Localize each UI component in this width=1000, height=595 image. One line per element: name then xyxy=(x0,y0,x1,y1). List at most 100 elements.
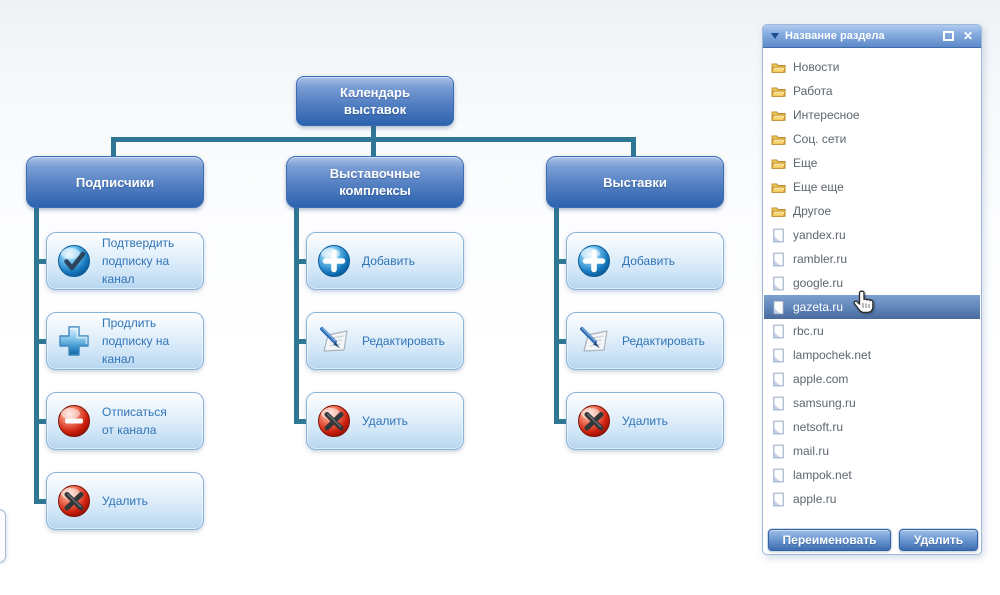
file-icon xyxy=(771,348,786,363)
file-icon xyxy=(771,228,786,243)
node-label: Выставки xyxy=(603,174,667,190)
node-extend-subscription[interactable]: Продлить подписку на канал xyxy=(46,312,204,370)
folder-icon xyxy=(771,204,786,219)
x-sphere-icon xyxy=(316,403,352,439)
plus-sphere-icon xyxy=(316,243,352,279)
list-item[interactable]: samsung.ru xyxy=(764,391,980,415)
list-item-label: netsoft.ru xyxy=(793,420,844,434)
file-icon xyxy=(771,300,786,315)
list-item[interactable]: yandex.ru xyxy=(764,223,980,247)
org-chart-connector xyxy=(294,206,299,424)
list-item-label: yandex.ru xyxy=(793,228,846,242)
node-exhibition-complexes[interactable]: Выставочные комплексы xyxy=(286,156,464,208)
node-label: Календарь выставок xyxy=(340,85,410,117)
collapse-triangle-icon[interactable] xyxy=(771,33,779,39)
node-label: Выставочные комплексы xyxy=(329,166,421,198)
list-item[interactable]: netsoft.ru xyxy=(764,415,980,439)
node-add-exhibition[interactable]: Добавить xyxy=(566,232,724,290)
file-icon xyxy=(771,372,786,387)
folder-icon xyxy=(771,156,786,171)
offscreen-box-fragment xyxy=(0,509,6,563)
list-item[interactable]: lampok.net xyxy=(764,463,980,487)
node-label: Продлить подписку на канал xyxy=(102,316,170,366)
node-confirm-subscription[interactable]: Подтвердить подписку на канал xyxy=(46,232,204,290)
plus-sphere-icon xyxy=(576,243,612,279)
list-item-label: apple.ru xyxy=(793,492,837,506)
list-item-label: Соц. сети xyxy=(793,132,847,146)
org-chart-connector xyxy=(34,259,48,264)
node-delete-complex[interactable]: Удалить xyxy=(306,392,464,450)
org-chart-connector xyxy=(554,339,568,344)
rename-button[interactable]: Переименовать xyxy=(768,529,891,551)
file-icon xyxy=(771,468,786,483)
list-item[interactable]: rambler.ru xyxy=(764,247,980,271)
node-edit-complex[interactable]: Редактировать xyxy=(306,312,464,370)
list-item[interactable]: gazeta.ru xyxy=(764,295,980,319)
list-item-label: google.ru xyxy=(793,276,844,290)
minus-sphere-icon xyxy=(56,403,92,439)
list-item[interactable]: rbc.ru xyxy=(764,319,980,343)
node-delete-subscriber[interactable]: Удалить xyxy=(46,472,204,530)
node-root-calendar[interactable]: Календарь выставок xyxy=(296,76,454,126)
org-chart-connector xyxy=(554,259,568,264)
org-chart-connector xyxy=(371,124,376,139)
org-chart-connector xyxy=(554,206,559,424)
check-sphere-icon xyxy=(56,243,92,279)
node-unsubscribe[interactable]: Отписаться от канала xyxy=(46,392,204,450)
org-chart-connector xyxy=(631,137,636,156)
list-item[interactable]: Интересное xyxy=(764,103,980,127)
node-delete-exhibition[interactable]: Удалить xyxy=(566,392,724,450)
node-label: Подтвердить подписку на канал xyxy=(102,236,175,286)
maximize-icon[interactable] xyxy=(942,31,954,41)
list-item-label: gazeta.ru xyxy=(793,300,844,314)
list-item-label: Другое xyxy=(793,204,832,218)
node-label: Подписчики xyxy=(75,174,155,190)
folder-icon xyxy=(771,132,786,147)
node-label: Удалить xyxy=(622,414,668,428)
list-item[interactable]: Еще еще xyxy=(764,175,980,199)
folder-icon xyxy=(771,180,786,195)
list-item[interactable]: mail.ru xyxy=(764,439,980,463)
node-label: Удалить xyxy=(102,494,148,508)
node-label: Удалить xyxy=(362,414,408,428)
file-icon xyxy=(771,396,786,411)
org-chart-connector xyxy=(34,499,48,504)
list-item-label: lampok.net xyxy=(793,468,852,482)
node-label: Добавить xyxy=(622,254,676,268)
folder-icon xyxy=(771,108,786,123)
node-label: Отписаться от канала xyxy=(102,405,167,437)
list-item-label: Интересное xyxy=(793,108,860,122)
list-item[interactable]: Соц. сети xyxy=(764,127,980,151)
node-exhibitions[interactable]: Выставки xyxy=(546,156,724,208)
file-icon xyxy=(771,492,786,507)
panel-header[interactable]: Название раздела ✕ xyxy=(763,25,981,48)
org-chart-connector xyxy=(34,339,48,344)
panel-title: Название раздела xyxy=(785,30,885,42)
list-item[interactable]: google.ru xyxy=(764,271,980,295)
x-sphere-icon xyxy=(576,403,612,439)
file-icon xyxy=(771,324,786,339)
list-item-label: Работа xyxy=(793,84,833,98)
list-item-label: Еще xyxy=(793,156,818,170)
list-item[interactable]: Другое xyxy=(764,199,980,223)
node-subscribers[interactable]: Подписчики xyxy=(26,156,204,208)
org-chart-connector xyxy=(294,339,308,344)
node-add-complex[interactable]: Добавить xyxy=(306,232,464,290)
file-icon xyxy=(771,420,786,435)
list-item[interactable]: apple.ru xyxy=(764,487,980,511)
list-item[interactable]: Еще xyxy=(764,151,980,175)
folder-icon xyxy=(771,60,786,75)
delete-button[interactable]: Удалить xyxy=(899,529,978,551)
file-icon xyxy=(771,444,786,459)
close-icon[interactable]: ✕ xyxy=(962,29,973,43)
list-item[interactable]: Новости xyxy=(764,55,980,79)
org-chart-connector xyxy=(111,137,116,156)
list-item-label: rambler.ru xyxy=(793,252,848,266)
plus-3d-icon xyxy=(56,323,92,359)
list-item[interactable]: Работа xyxy=(764,79,980,103)
list-item[interactable]: lampochek.net xyxy=(764,343,980,367)
list-item[interactable]: apple.com xyxy=(764,367,980,391)
node-edit-exhibition[interactable]: Редактировать xyxy=(566,312,724,370)
